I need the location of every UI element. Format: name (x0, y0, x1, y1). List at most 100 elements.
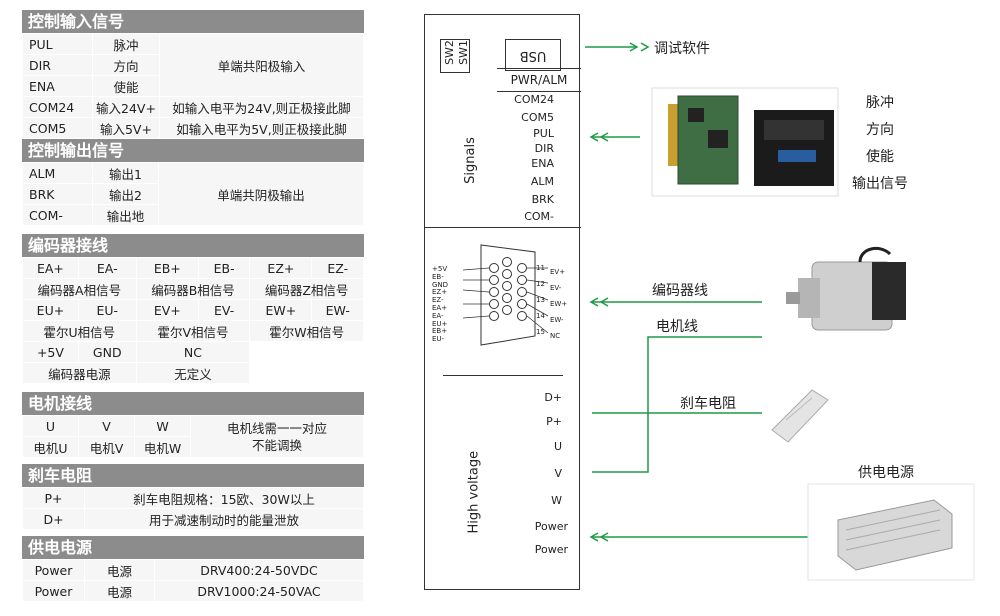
cell-drv400: DRV400:24-50VDC (154, 559, 364, 581)
cell-p-plus: P+ (22, 487, 85, 509)
cell-ena-desc: 使能 (92, 75, 160, 97)
cell-brake-purpose: 用于减速制动时的能量泄放 (84, 508, 364, 530)
hv-u: U (553, 440, 562, 453)
cell-u: U (22, 415, 79, 437)
db-left-labels: +5V EB- GND EZ+ EZ- EA+ EA- EU+ EB+ EU- (432, 265, 449, 344)
cell-pul: PUL (22, 33, 93, 55)
db-ew-minus: EW- (550, 316, 564, 324)
db-pin-13: 13 (536, 296, 545, 304)
db15-pins (489, 257, 527, 321)
hv-power-1: Power (534, 520, 568, 533)
cell-com24: COM24 (22, 96, 93, 118)
hv-power-2: Power (534, 543, 568, 556)
db-pin-14: 14 (536, 312, 545, 320)
sig-com5: COM5 (521, 111, 554, 124)
power-supply-label: 供电电源 (858, 465, 914, 481)
db-ew-plus: EW+ (550, 300, 568, 308)
cell-power-1: Power (22, 559, 85, 581)
cell-nc: NC (135, 341, 251, 363)
cell-enc-power: 编码器电源 (22, 362, 137, 384)
plc-label-pulse: 脉冲 (866, 95, 894, 111)
hv-v: V (554, 467, 562, 480)
cell-alm: ALM (22, 162, 93, 184)
cell-ew-minus: EW- (311, 299, 364, 321)
db-ev-minus: EV- (550, 284, 562, 292)
cell-com-minus: COM- (22, 204, 93, 226)
section-header-control-output: 控制输出信号 (22, 139, 364, 162)
spec-tables: 控制输入信号 PUL 脉冲 单端共阳极输入 DIR 方向 ENA 使能 COM2… (22, 10, 365, 602)
cell-eb-minus: EB- (197, 257, 251, 279)
plc-label-enable: 使能 (866, 149, 894, 165)
debug-software-label: 调试软件 (654, 41, 710, 57)
cell-drv1000: DRV1000:24-50VAC (154, 580, 364, 602)
section-header-encoder: 编码器接线 (22, 234, 364, 257)
control-output-table: ALM 输出1 单端共阴极输出 BRK 输出2 COM- 输出地 (22, 162, 364, 226)
cell-ez-plus: EZ+ (249, 257, 313, 279)
sig-pul: PUL (533, 127, 554, 140)
db-nc: NC (550, 332, 561, 340)
cell-ez-minus: EZ- (311, 257, 364, 279)
cell-enc-a: 编码器A相信号 (22, 278, 137, 300)
cell-com24-note: 如输入电平为24V,则正极接此脚 (158, 96, 365, 118)
power-supply-image (807, 483, 975, 581)
db-ev-plus: EV+ (550, 268, 566, 276)
cell-ea-plus: EA+ (22, 257, 79, 279)
section-header-motor: 电机接线 (22, 392, 364, 415)
cell-input-type: 单端共阳极输入 (158, 33, 365, 97)
cell-eu-plus: EU+ (22, 299, 79, 321)
cell-motor-u: 电机U (22, 436, 79, 458)
cell-ew-plus: EW+ (249, 299, 313, 321)
plc-label-dir: 方向 (866, 122, 894, 138)
cell-com-minus-desc: 输出地 (92, 204, 159, 226)
motor-table: U V W 电机线需一一对应 不能调换 电机U 电机V 电机W (22, 415, 364, 458)
cell-motor-v: 电机V (78, 436, 135, 458)
cell-5v: +5V (22, 341, 79, 363)
encoder-table: EA+ EA- EB+ EB- EZ+ EZ- 编码器A相信号 编码器B相信号 … (22, 257, 364, 384)
sig-dir: DIR (534, 142, 554, 155)
controller-image (651, 87, 839, 197)
cell-v: V (78, 415, 135, 437)
brake-resistor-label: 刹车电阻 (680, 396, 736, 412)
cell-enc-b: 编码器B相信号 (135, 278, 251, 300)
db-pin-12: 12 (536, 280, 545, 288)
cell-undefined: 无定义 (135, 362, 251, 384)
section-header-power: 供电电源 (22, 536, 364, 559)
db-pin-11: 11 (536, 264, 545, 272)
hv-p-plus: P+ (546, 415, 562, 428)
cell-eu-minus: EU- (77, 299, 137, 321)
cell-motor-w: 电机W (134, 436, 191, 458)
sig-com-minus: COM- (524, 210, 554, 223)
hv-w: W (551, 494, 562, 507)
brake-table: P+ 刹车电阻规格：15欧、30W以上 D+ 用于减速制动时的能量泄放 (22, 487, 364, 530)
cell-gnd: GND (77, 341, 137, 363)
control-input-table: PUL 脉冲 单端共阳极输入 DIR 方向 ENA 使能 COM24 输入24V… (22, 33, 365, 139)
cell-brake-spec: 刹车电阻规格：15欧、30W以上 (84, 487, 364, 509)
connection-arrows (585, 42, 812, 542)
cell-com5-desc: 输入5V+ (92, 117, 160, 139)
sig-brk: BRK (531, 193, 554, 206)
cell-power-2: Power (22, 580, 85, 602)
cell-pul-desc: 脉冲 (92, 33, 160, 55)
cell-hall-w: 霍尔W相信号 (249, 320, 364, 342)
sig-com24: COM24 (514, 93, 554, 106)
section-header-brake: 刹车电阻 (22, 464, 364, 487)
dip-switch (440, 39, 470, 73)
cell-hall-u: 霍尔U相信号 (22, 320, 137, 342)
cell-ena: ENA (22, 75, 93, 97)
db-pin-15: 15 (536, 328, 545, 336)
section-header-control-input: 控制输入信号 (22, 10, 364, 33)
sig-ena: ENA (531, 157, 554, 170)
cell-brk-desc: 输出2 (92, 183, 159, 205)
hv-d-plus: D+ (544, 391, 562, 404)
plc-label-output: 输出信号 (852, 176, 908, 192)
sig-alm: ALM (530, 175, 554, 188)
brake-resistor-image (771, 389, 829, 443)
cell-ea-minus: EA- (77, 257, 137, 279)
encoder-line-label: 编码器线 (652, 283, 708, 299)
pwr-alm-led: PWR/ALM (497, 68, 581, 92)
cell-com5-note: 如输入电平为5V,则正极接此脚 (158, 117, 365, 139)
cell-dir: DIR (22, 54, 93, 76)
cell-com5: COM5 (22, 117, 93, 139)
driver-box: SW2 SW1 USB PWR/ALM Signals High voltage (424, 14, 581, 590)
